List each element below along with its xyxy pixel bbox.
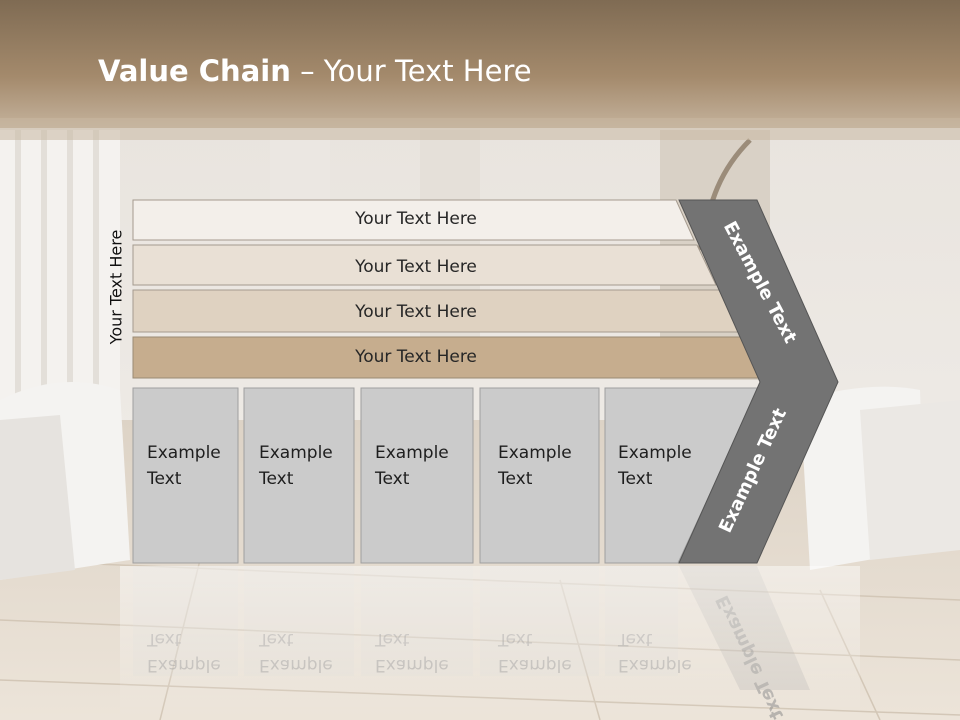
activity-box-2 — [243, 387, 355, 564]
band-label-1: Your Text Here — [354, 209, 477, 229]
band-2 — [132, 244, 717, 286]
band-label-2: Your Text Here — [354, 257, 477, 277]
title-rest: – Your Text Here — [290, 54, 532, 88]
activity-box-1 — [132, 387, 239, 564]
support-activities: Your Text Here Your Text Here Your Text … — [132, 199, 763, 379]
activity-box-3 — [360, 387, 474, 564]
band-label-4: Your Text Here — [354, 347, 477, 367]
activity-box-4 — [479, 387, 600, 564]
margin-chevron — [678, 199, 839, 564]
title-bold: Value Chain — [98, 54, 291, 88]
band-label-3: Your Text Here — [354, 302, 477, 322]
band-1 — [132, 199, 695, 241]
activity-box-5 — [604, 387, 760, 564]
slide-title: Value Chain – Your Text Here — [98, 54, 532, 88]
